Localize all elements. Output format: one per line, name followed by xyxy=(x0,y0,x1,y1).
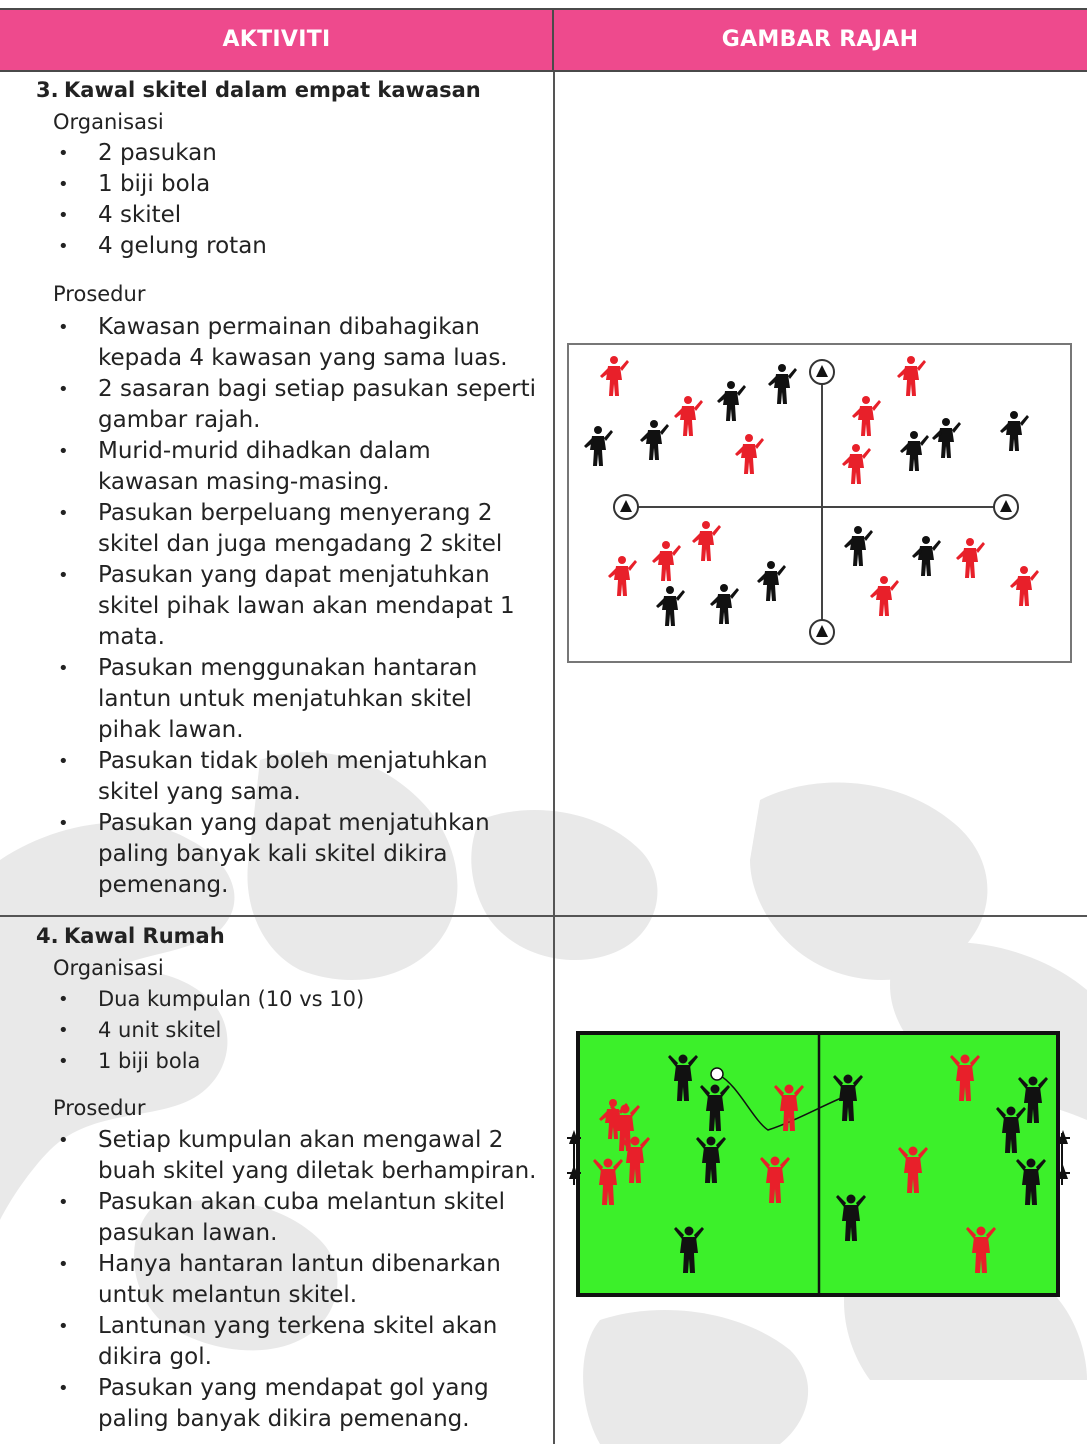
list-item: •Pasukan yang dapat menjatuhkan paling b… xyxy=(58,810,490,898)
list-item: •Lantunan yang terkena skitel akan dikir… xyxy=(58,1313,498,1370)
list-item: •4 skitel xyxy=(0,200,538,231)
bullet: • xyxy=(58,379,69,400)
bullet: • xyxy=(58,565,69,586)
table-header: AKTIVITI GAMBAR RAJAH xyxy=(0,8,1087,72)
row-divider xyxy=(0,915,1087,917)
bullet: • xyxy=(58,1254,69,1275)
bullet: • xyxy=(58,503,69,524)
list-item: •2 sasaran bagi setiap pasukan seperti g… xyxy=(58,376,536,433)
list-item: •Hanya hantaran lantun dibenarkan untuk … xyxy=(58,1251,501,1308)
activity-3-prosedur-label: Prosedur xyxy=(53,282,146,306)
list-item: •Pasukan yang dapat menjatuhkan skitel p… xyxy=(58,562,515,650)
list-item: •Setiap kumpulan akan mengawal 2 buah sk… xyxy=(58,1127,537,1184)
activity-3-organisasi-list: •2 pasukan •1 biji bola •4 skitel •4 gel… xyxy=(0,138,538,262)
court-boundary xyxy=(567,343,1072,663)
header-activity: AKTIVITI xyxy=(222,27,331,52)
activity-4-title-text: Kawal Rumah xyxy=(64,924,225,948)
bullet: • xyxy=(58,317,69,338)
header-diagram: GAMBAR RAJAH xyxy=(721,27,919,52)
diagram-green-pitch xyxy=(566,1031,1071,1297)
activity-3-prosedur-list: •Kawasan permainan dibahagikan kepada 4 … xyxy=(0,312,538,901)
skittle-hoop-icon xyxy=(809,359,835,385)
list-item: •4 gelung rotan xyxy=(0,231,538,262)
activity-4-number: 4. xyxy=(36,924,59,948)
list-item: •Pasukan yang mendapat gol yang paling b… xyxy=(58,1375,489,1432)
bullet: • xyxy=(58,1130,69,1151)
diagram-four-zone-court xyxy=(567,343,1072,663)
ball-icon xyxy=(710,1067,724,1081)
skittle-hoop-icon xyxy=(613,494,639,520)
bullet: • xyxy=(58,751,69,772)
activity-4-title: 4.Kawal Rumah xyxy=(36,924,225,948)
bullet: • xyxy=(58,143,69,164)
activity-4-prosedur-label: Prosedur xyxy=(53,1096,146,1120)
list-item: •Pasukan menggunakan hantaran lantun unt… xyxy=(58,655,478,743)
list-item: •Dua kumpulan (10 vs 10) xyxy=(0,984,538,1015)
activity-3-title: 3.Kawal skitel dalam empat kawasan xyxy=(36,78,481,102)
list-item: •Murid-murid dihadkan dalam kawasan masi… xyxy=(58,438,431,495)
skittle-hoop-icon xyxy=(993,494,1019,520)
list-item: •Pasukan tidak boleh menjatuhkan skitel … xyxy=(58,748,488,805)
header-divider xyxy=(552,10,554,70)
list-item: •Pasukan berpeluang menyerang 2 skitel d… xyxy=(58,500,503,557)
list-item: •4 unit skitel xyxy=(0,1015,538,1046)
activity-4-prosedur-list: •Setiap kumpulan akan mengawal 2 buah sk… xyxy=(0,1125,538,1435)
list-item: •Pasukan akan cuba melantun skitel pasuk… xyxy=(58,1189,505,1246)
bullet: • xyxy=(58,1192,69,1213)
bullet: • xyxy=(58,236,69,257)
bullet: • xyxy=(58,205,69,226)
activity-3-organisasi-label: Organisasi xyxy=(53,110,164,134)
bullet: • xyxy=(58,1316,69,1337)
list-item: •1 biji bola xyxy=(0,169,538,200)
bullet: • xyxy=(58,1020,69,1041)
bullet: • xyxy=(58,174,69,195)
bullet: • xyxy=(58,813,69,834)
list-item: •1 biji bola xyxy=(0,1046,538,1077)
bullet: • xyxy=(58,1051,69,1072)
list-item: •2 pasukan xyxy=(0,138,538,169)
list-item: •Kawasan permainan dibahagikan kepada 4 … xyxy=(58,314,508,371)
activity-4-organisasi-list: •Dua kumpulan (10 vs 10) •4 unit skitel … xyxy=(0,984,538,1077)
activity-4-organisasi-label: Organisasi xyxy=(53,956,164,980)
bullet: • xyxy=(58,658,69,679)
bullet: • xyxy=(58,989,69,1010)
ball-path-line xyxy=(718,1074,854,1131)
activity-3-title-text: Kawal skitel dalam empat kawasan xyxy=(64,78,481,102)
bullet: • xyxy=(58,441,69,462)
bullet: • xyxy=(58,1378,69,1399)
column-divider xyxy=(553,72,555,1444)
skittle-hoop-icon xyxy=(809,619,835,645)
activity-3-number: 3. xyxy=(36,78,59,102)
